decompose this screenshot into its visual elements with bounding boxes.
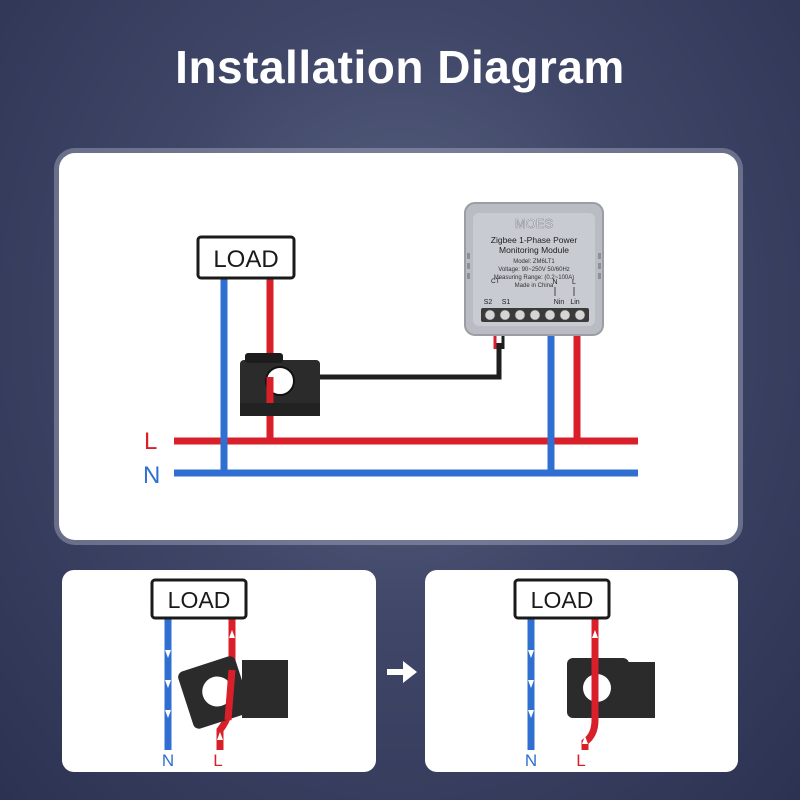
neutral-label: N xyxy=(525,751,537,770)
terminal-n-top-label: N xyxy=(552,279,557,286)
module-model: Model: ZM6LT1 xyxy=(513,259,555,265)
live-bus-label: L xyxy=(144,428,157,455)
neutral-arrow xyxy=(165,710,171,718)
terminal-s1-label: S1 xyxy=(502,299,511,306)
load-label: LOAD xyxy=(531,587,594,613)
neutral-arrow xyxy=(165,650,171,658)
live-label: L xyxy=(213,751,222,770)
neutral-arrow xyxy=(528,710,534,718)
module-range: Measuring Range: (0.2~100A) xyxy=(494,275,575,281)
neutral-arrow xyxy=(528,650,534,658)
ct-clamp-tilted xyxy=(178,656,288,729)
load-box xyxy=(196,235,296,280)
module-name-line1: Zigbee 1-Phase Power xyxy=(491,235,578,245)
load-box xyxy=(150,578,248,620)
module-voltage: Voltage: 90~250V 50/60Hz xyxy=(498,267,570,273)
live-arrow xyxy=(217,732,223,740)
arrow-right-icon xyxy=(387,661,417,683)
terminal-s2-label: S2 xyxy=(484,299,493,306)
live-label: L xyxy=(576,751,585,770)
live-arrow xyxy=(592,630,598,638)
terminal-lin-label: Lin xyxy=(570,299,579,306)
module-brand: MOES xyxy=(515,216,554,231)
step-after-panel: LOAD N L xyxy=(425,570,738,772)
step-before-panel: LOAD N L xyxy=(62,570,376,772)
ct-clamp xyxy=(240,353,320,416)
main-wiring-diagram: L N LOAD MOES Zigbee 1-Phase Powe xyxy=(143,202,638,489)
load-label: LOAD xyxy=(213,246,278,273)
module-vents-left xyxy=(467,253,470,279)
main-wiring-panel: L N LOAD MOES Zigbee 1-Phase Powe xyxy=(59,153,738,540)
load-box xyxy=(513,578,611,620)
neutral-bus-label: N xyxy=(143,462,160,489)
terminal-l-top-label: L xyxy=(572,279,576,286)
load-label: LOAD xyxy=(168,587,231,613)
neutral-arrow xyxy=(528,680,534,688)
module-origin: Made in China xyxy=(515,283,554,289)
live-arrow xyxy=(229,630,235,638)
page-title: Installation Diagram xyxy=(175,41,625,93)
live-arrow xyxy=(582,736,588,744)
power-monitoring-module: MOES Zigbee 1-Phase Power Monitoring Mod… xyxy=(464,202,604,336)
step-before-diagram: LOAD N L xyxy=(150,578,288,770)
module-name-line2: Monitoring Module xyxy=(499,245,569,255)
module-vents-right xyxy=(598,253,601,279)
module-terminal-screws xyxy=(484,309,586,321)
terminal-nin-label: Nin xyxy=(554,299,565,306)
ct-cable xyxy=(317,343,502,380)
terminal-ct-label: CT xyxy=(491,278,500,285)
ct-clamp-closed xyxy=(567,658,655,718)
step-after-diagram: LOAD N L xyxy=(513,578,655,770)
neutral-arrow xyxy=(165,680,171,688)
neutral-label: N xyxy=(162,751,174,770)
